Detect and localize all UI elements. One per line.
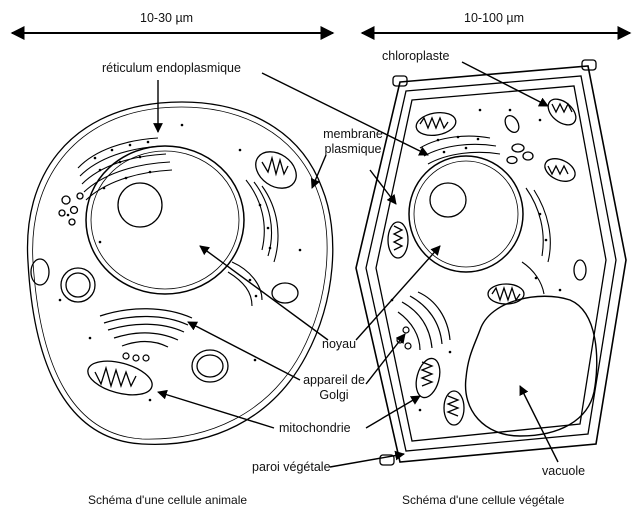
animal-mitochondrion-bottom xyxy=(84,355,156,401)
animal-golgi xyxy=(100,309,192,361)
plant-nucleus xyxy=(409,156,523,272)
chloroplast-2 xyxy=(543,94,580,130)
label-mitochondrie: mitochondrie xyxy=(279,422,351,435)
label-membrane-line1: membrane xyxy=(308,128,398,141)
label-membrane-line2: plasmique xyxy=(308,143,398,156)
label-golgi-line2: Golgi xyxy=(284,389,384,402)
animal-nucleus xyxy=(86,146,244,294)
label-golgi-line1: appareil de xyxy=(284,374,384,387)
chloroplast-7 xyxy=(444,391,464,425)
label-paroi: paroi végétale xyxy=(252,461,331,474)
chloroplast-3 xyxy=(541,154,578,186)
label-reticulum: réticulum endoplasmique xyxy=(102,62,241,75)
label-noyau: noyau xyxy=(322,338,356,351)
scale-label-animal: 10-30 µm xyxy=(140,12,193,25)
chloroplast-1 xyxy=(414,110,457,139)
plant-vacuole xyxy=(466,296,597,436)
scale-label-vegetal: 10-100 µm xyxy=(464,12,524,25)
plant-plasma-membrane xyxy=(376,86,606,441)
chloroplast-4 xyxy=(388,222,408,258)
plant-cell xyxy=(356,60,626,465)
plant-golgi xyxy=(397,292,450,350)
chloroplast-6 xyxy=(412,356,444,400)
caption-vegetal: Schéma d'une cellule végétale xyxy=(402,494,564,506)
leader-arrows xyxy=(158,62,558,467)
caption-animal: Schéma d'une cellule animale xyxy=(88,494,247,506)
chloroplast-5 xyxy=(488,284,524,304)
label-chloroplaste: chloroplaste xyxy=(382,50,449,63)
label-vacuole: vacuole xyxy=(542,465,585,478)
